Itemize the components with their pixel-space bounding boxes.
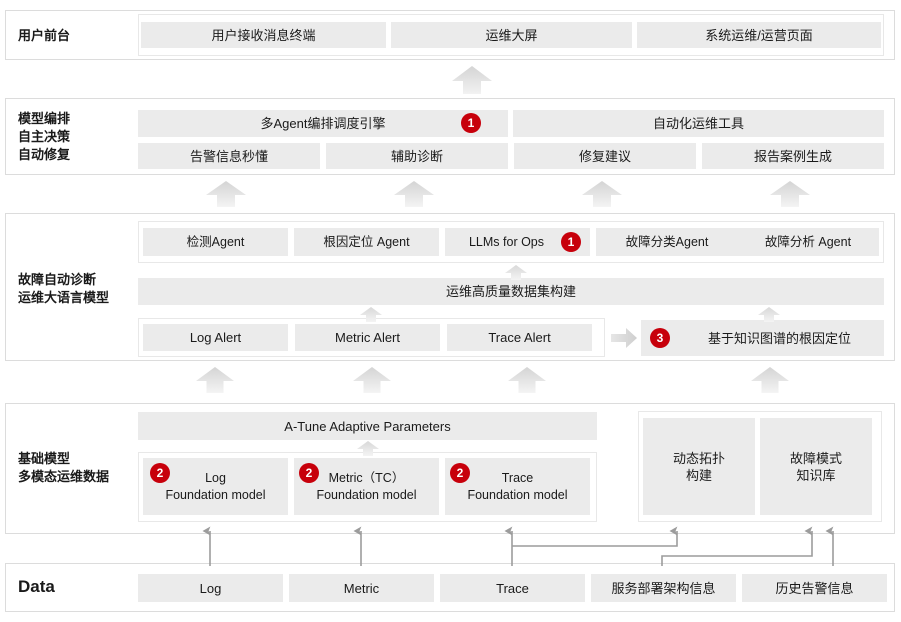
box-data-trace[interactable]: Trace <box>440 574 585 602</box>
box-multi-agent-scheduler[interactable]: 多Agent编排调度引擎 <box>138 110 508 137</box>
box-user-message-terminal[interactable]: 用户接收消息终端 <box>141 22 386 48</box>
box-ops-dashboard[interactable]: 运维大屏 <box>391 22 632 48</box>
layer-label-line-2: 运维大语言模型 <box>18 290 110 305</box>
box-repair-suggestion[interactable]: 修复建议 <box>514 143 696 169</box>
layer-label-line-1: 故障自动诊断 <box>18 272 97 287</box>
layer-label-model-orchestration: 模型编排 自主决策 自动修复 <box>18 110 70 164</box>
box-ops-management-page[interactable]: 系统运维/运营页面 <box>637 22 881 48</box>
box-data-log[interactable]: Log <box>138 574 283 602</box>
badge-1-llms-for-ops: 1 <box>561 232 581 252</box>
box-assisted-diagnosis[interactable]: 辅助诊断 <box>326 143 508 169</box>
layer-label-fault-diagnosis: 故障自动诊断 运维大语言模型 <box>18 271 109 307</box>
block-arrow-up-to-diagnosis-3 <box>508 367 546 393</box>
box-knowledge-graph-root-cause[interactable]: 基于知识图谱的根因定位 <box>641 320 884 356</box>
box-alert-understanding[interactable]: 告警信息秒懂 <box>138 143 320 169</box>
box-fault-classification-agent[interactable]: 故障分类Agent <box>596 228 738 256</box>
layer-label-foundation-models: 基础模型 多模态运维数据 <box>18 450 109 486</box>
badge-2-log-foundation-model: 2 <box>150 463 170 483</box>
box-data-service-deployment-info[interactable]: 服务部署架构信息 <box>591 574 736 602</box>
layer-label-line-1: 基础模型 <box>18 451 71 466</box>
block-arrow-up-to-orchestration-4 <box>770 181 810 207</box>
block-arrow-up-to-diagnosis-2 <box>353 367 391 393</box>
layer-label-line-1: 模型编排 <box>18 111 71 126</box>
box-trace-foundation-model[interactable]: Trace Foundation model <box>445 458 590 515</box>
block-arrow-up-to-frontend <box>452 66 492 94</box>
badge-2-trace-foundation-model: 2 <box>450 463 470 483</box>
block-arrow-up-to-diagnosis-4 <box>751 367 789 393</box>
box-data-metric[interactable]: Metric <box>289 574 434 602</box>
block-arrow-up-to-diagnosis-1 <box>196 367 234 393</box>
box-dynamic-topology-construction[interactable]: 动态拓扑 构建 <box>643 418 755 515</box>
box-automation-tools[interactable]: 自动化运维工具 <box>513 110 884 137</box>
box-root-cause-agent[interactable]: 根因定位 Agent <box>294 228 439 256</box>
box-fault-pattern-knowledge-base[interactable]: 故障模式 知识库 <box>760 418 872 515</box>
box-metric-foundation-model[interactable]: Metric（TC） Foundation model <box>294 458 439 515</box>
badge-2-metric-foundation-model: 2 <box>299 463 319 483</box>
box-trace-alert[interactable]: Trace Alert <box>447 324 592 351</box>
box-log-alert[interactable]: Log Alert <box>143 324 288 351</box>
layer-label-line-2: 自主决策 <box>18 129 71 144</box>
badge-3-knowledge-graph: 3 <box>650 328 670 348</box>
layer-label-user-frontend: 用户前台 <box>18 27 70 45</box>
block-arrow-kg-to-dataset <box>758 307 780 322</box>
block-arrow-up-to-orchestration-3 <box>582 181 622 207</box>
block-arrow-models-to-atune <box>357 441 379 456</box>
layer-label-line-2: 多模态运维数据 <box>18 469 110 484</box>
layer-label-data: Data <box>18 578 55 596</box>
box-fault-analysis-agent[interactable]: 故障分析 Agent <box>737 228 879 256</box>
box-report-case-generation[interactable]: 报告案例生成 <box>702 143 884 169</box>
layer-label-line-3: 自动修复 <box>18 147 71 162</box>
block-arrow-up-to-orchestration-2 <box>394 181 434 207</box>
badge-1-multi-agent: 1 <box>461 113 481 133</box>
box-detection-agent[interactable]: 检测Agent <box>143 228 288 256</box>
block-arrow-right-to-knowledge-graph <box>611 328 637 348</box>
layer-label-line: 用户前台 <box>18 28 71 43</box>
layer-label-line: Data <box>18 577 55 596</box>
block-arrow-alerts-to-dataset <box>360 307 382 322</box>
box-high-quality-dataset[interactable]: 运维高质量数据集构建 <box>138 278 884 305</box>
box-a-tune-adaptive-parameters[interactable]: A-Tune Adaptive Parameters <box>138 412 597 440</box>
block-arrow-dataset-to-agents <box>505 265 527 280</box>
box-metric-alert[interactable]: Metric Alert <box>295 324 440 351</box>
box-data-historical-alert-info[interactable]: 历史告警信息 <box>742 574 887 602</box>
block-arrow-up-to-orchestration-1 <box>206 181 246 207</box>
